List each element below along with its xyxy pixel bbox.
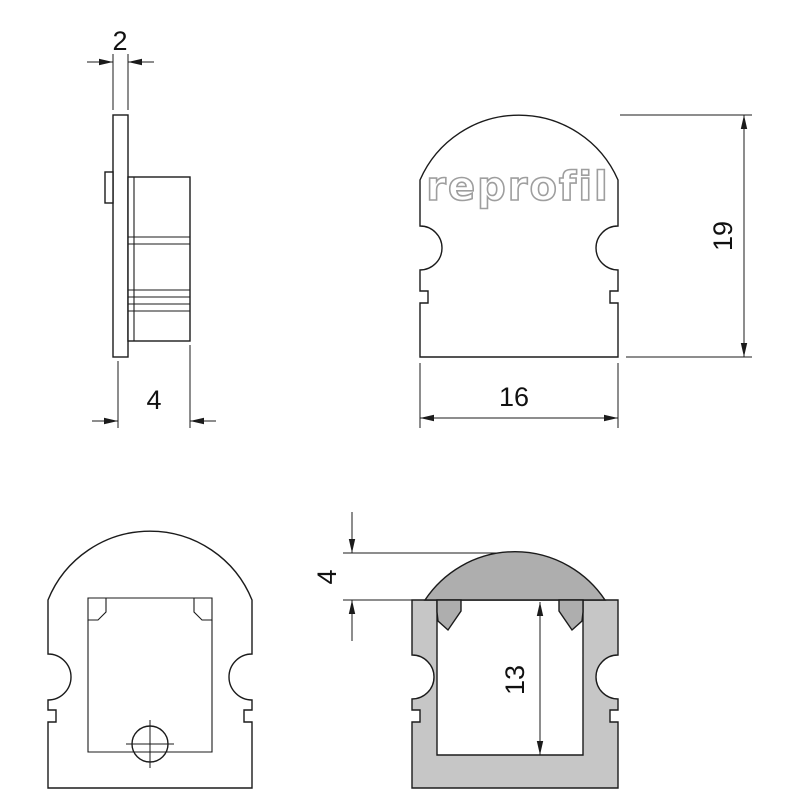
dim-label-cover-height: 4 xyxy=(312,569,342,584)
dim-label-endcap-thickness: 2 xyxy=(112,26,127,56)
dimension-cover-height: 4 xyxy=(312,512,497,641)
profile-section-view: 4 13 xyxy=(312,512,619,789)
endcap-front-outline xyxy=(419,114,619,358)
dimension-endcap-height: 19 xyxy=(620,114,752,358)
arrowhead-right xyxy=(99,58,113,66)
dimension-inner-height: 13 xyxy=(500,602,544,755)
dimension-endcap-thickness: 2 xyxy=(87,26,154,110)
endcap-plate-outline xyxy=(112,114,129,358)
cover-left-hook xyxy=(436,599,462,632)
dim-label-inner-height: 13 xyxy=(500,665,530,695)
cover-section xyxy=(423,551,607,601)
dimension-endcap-width: 16 xyxy=(419,363,619,428)
plug-detail-lines xyxy=(128,236,190,312)
arrowhead-up xyxy=(740,115,748,129)
channel-right-lip xyxy=(193,597,213,621)
channel-left-lip xyxy=(87,597,107,621)
arrowhead-up xyxy=(536,602,544,616)
front-view: reprofil 19 16 xyxy=(419,114,752,428)
arrowhead-up xyxy=(348,600,356,614)
arrowhead-down xyxy=(740,343,748,357)
arrowhead-down xyxy=(536,741,544,755)
profile-front-view xyxy=(47,530,253,789)
dim-label-endcap-height: 19 xyxy=(708,221,738,251)
dimension-endcap-depth: 4 xyxy=(92,345,216,428)
endcap-tab-outline xyxy=(104,171,114,204)
reprofil-logo: reprofil xyxy=(426,164,610,210)
extension-lines xyxy=(117,345,191,428)
side-view: 2 4 xyxy=(87,26,216,428)
extension-lines xyxy=(343,552,497,601)
cover-right-hook xyxy=(558,599,584,632)
extension-lines xyxy=(112,54,129,110)
profile-outer-outline xyxy=(47,530,253,789)
extension-lines xyxy=(620,114,752,358)
arrowhead-down xyxy=(348,539,356,553)
extension-lines xyxy=(419,363,619,428)
endcap-plug-outline xyxy=(127,176,191,342)
arrowhead-right xyxy=(604,414,618,422)
arrowhead-left xyxy=(128,58,142,66)
dim-label-endcap-width: 16 xyxy=(499,382,529,412)
arrowhead-right xyxy=(104,417,118,425)
dim-label-endcap-depth: 4 xyxy=(146,385,161,415)
arrowhead-left xyxy=(420,414,434,422)
arrowhead-left xyxy=(190,417,204,425)
center-mark xyxy=(126,720,174,768)
